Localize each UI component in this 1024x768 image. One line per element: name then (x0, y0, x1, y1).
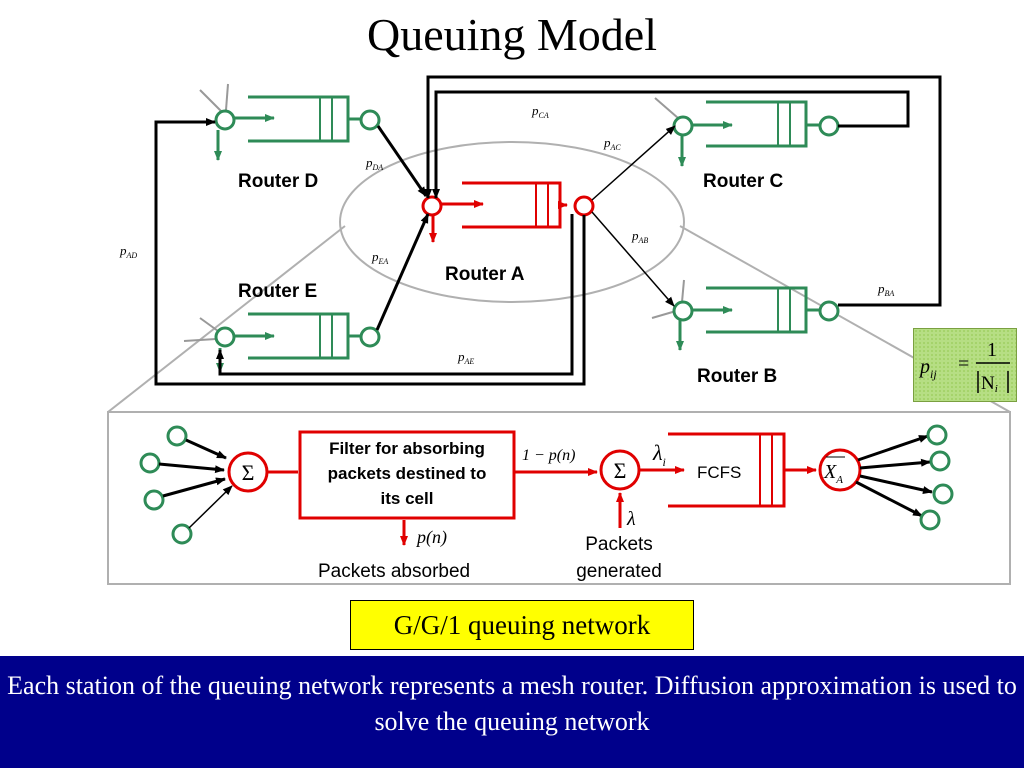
svg-text:pij: pij (918, 356, 937, 381)
network-links (154, 75, 942, 386)
output-node (818, 448, 862, 492)
svg-text:Ni: Ni (981, 373, 998, 395)
formula-equals: = (958, 353, 969, 375)
sum-node-2 (599, 449, 641, 491)
generated-line-2: generated (576, 561, 662, 582)
prob-ae-label: pAE (457, 349, 474, 366)
router-e-label: Router E (238, 281, 317, 302)
formula-denominator-sub: i (995, 383, 998, 395)
router-c-label: Router C (703, 171, 784, 192)
filter-line-1: Filter for absorbing (329, 439, 485, 458)
generated-line-1: Packets (585, 534, 653, 555)
prob-ba-label: pBA (877, 281, 894, 298)
absorbed-probability: p(n) (415, 527, 447, 548)
router-d (199, 83, 381, 161)
pass-probability: 1 − p(n) (522, 447, 575, 464)
prob-ea-label: pEA (371, 249, 388, 266)
link-a-to-c (591, 125, 676, 201)
router-a-label: Router A (445, 264, 525, 285)
footer-description: Each station of the queuing network repr… (0, 656, 1024, 768)
prob-ad-label: pAD (119, 243, 137, 260)
prob-da-label: pDA (365, 155, 383, 172)
router-b-label: Router B (697, 366, 777, 387)
fcfs-label: FCFS (697, 463, 741, 482)
filter-box (298, 430, 516, 520)
sum-symbol-2: Σ (614, 458, 627, 483)
sum-symbol-1: Σ (242, 460, 255, 485)
packets-absorbed-label: Packets absorbed (318, 561, 470, 582)
filter-line-3: its cell (381, 489, 434, 508)
filter-line-2: packets destined to (328, 464, 487, 483)
link-d-to-a (376, 125, 428, 197)
queuing-diagram: Router D Router C Router A Router E Rout… (107, 75, 1011, 585)
router-b (651, 279, 840, 351)
detail-panel (107, 411, 1011, 585)
link-a-to-e (216, 214, 574, 376)
link-a-to-d (154, 118, 586, 386)
caption: G/G/1 queuing network (350, 600, 694, 650)
prob-ca-label: pCA (531, 103, 549, 120)
routing-probability-formula: pij = 1 Ni (913, 328, 1017, 402)
link-c-to-a (432, 90, 910, 199)
link-a-to-b (591, 211, 675, 307)
formula-lhs: p (918, 356, 930, 378)
router-c (654, 97, 840, 167)
formula-denominator: N (981, 373, 995, 394)
formula-numerator: 1 (987, 339, 997, 361)
detail-outputs (855, 424, 954, 531)
link-e-to-a (375, 213, 430, 331)
router-a (421, 181, 595, 243)
prob-ac-label: pAC (603, 135, 621, 152)
page-title: Queuing Model (366, 9, 657, 60)
prob-ab-label: pAB (631, 228, 648, 245)
router-a-highlight-ellipse (339, 141, 685, 303)
formula-lhs-sub: ij (930, 367, 937, 381)
router-d-label: Router D (238, 171, 318, 192)
zoom-line-left (107, 225, 346, 413)
link-b-to-a (424, 75, 942, 307)
output-label: XA (823, 461, 843, 486)
lambda-i-label: λi (652, 440, 666, 469)
lambda-label: λ (626, 508, 636, 530)
detail-inputs (139, 425, 233, 545)
router-e (183, 312, 381, 373)
